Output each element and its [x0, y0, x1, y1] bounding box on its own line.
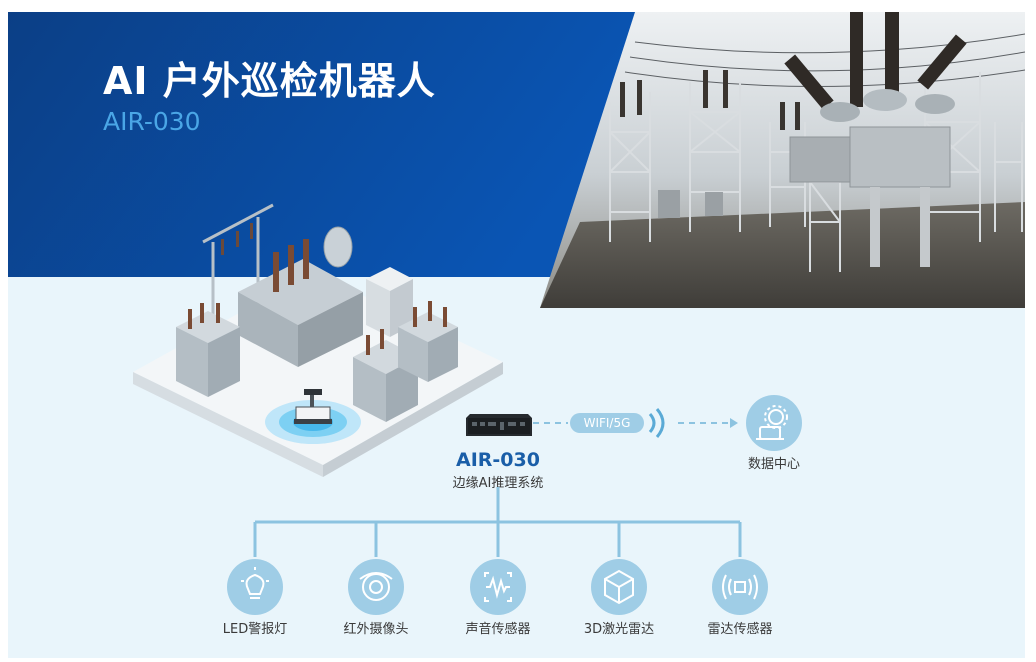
- sensor-label: 雷达传感器: [707, 622, 773, 637]
- sensor-radar-circle: [712, 559, 768, 615]
- sensor-label: 声音传感器: [465, 622, 531, 637]
- device-description: 边缘AI推理系统: [452, 476, 544, 491]
- data-center-icon: [756, 405, 788, 440]
- sensor-lidar-circle: [591, 559, 647, 615]
- wifi-5g-label: WIFI/5G: [570, 413, 644, 433]
- sensor-led-circle: [227, 559, 283, 615]
- data-center-circle: [746, 395, 802, 451]
- page-title: AI 户外巡检机器人: [103, 59, 436, 103]
- sensor-sound-circle: [470, 559, 526, 615]
- cube-icon: [604, 569, 634, 605]
- substation-illustration: [128, 197, 518, 477]
- diagram-canvas: AI 户外巡检机器人 AIR-030: [8, 12, 1025, 658]
- radar-icon: [722, 574, 758, 600]
- sensor-label: 红外摄像头: [343, 622, 409, 637]
- connection-lines: [253, 418, 742, 557]
- bulb-icon: [241, 567, 269, 599]
- substation-photo: [540, 12, 1025, 308]
- sound-wave-icon: [484, 572, 512, 602]
- sensor-label: LED警报灯: [222, 622, 288, 637]
- wifi-signal-icon: [646, 406, 676, 440]
- model-subtitle: AIR-030: [103, 107, 201, 136]
- air-030-device: [466, 408, 532, 438]
- camera-icon: [359, 572, 393, 601]
- sensor-camera-circle: [348, 559, 404, 615]
- header-banner: [8, 12, 638, 277]
- device-name: AIR-030: [456, 449, 540, 471]
- sensor-label: 3D激光雷达: [583, 622, 655, 637]
- data-center-label: 数据中心: [747, 457, 800, 472]
